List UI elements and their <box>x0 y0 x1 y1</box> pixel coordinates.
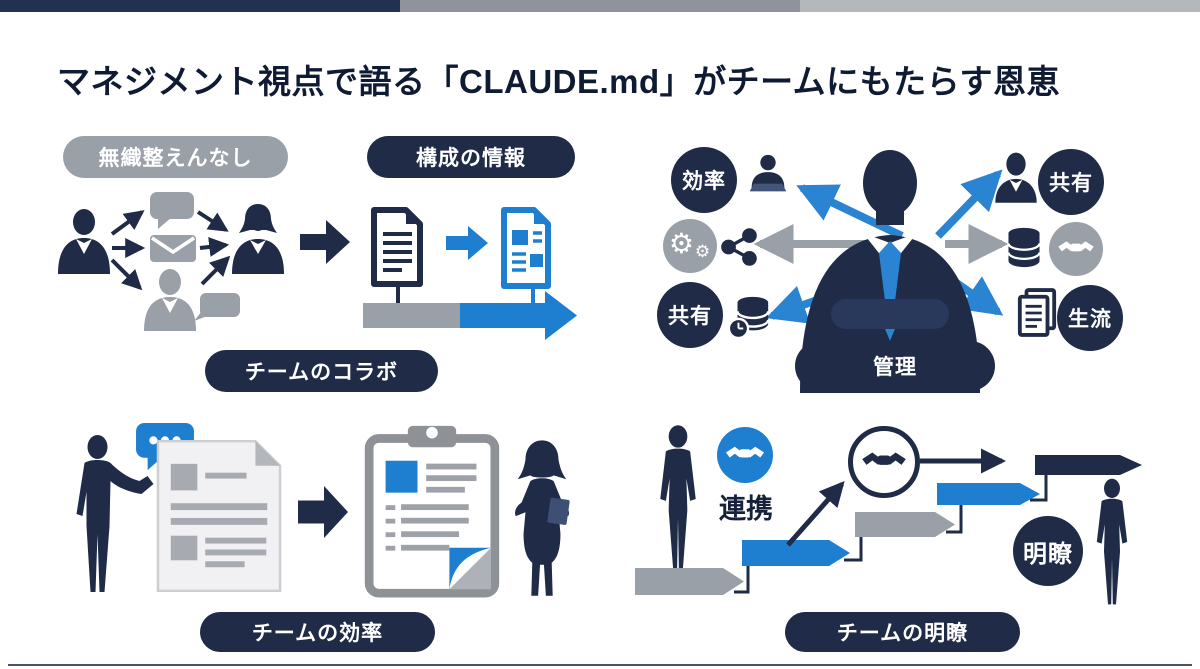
database-icon <box>1007 227 1041 268</box>
handshake-badge-gray <box>1049 222 1103 276</box>
label-collaboration: 連携 <box>719 494 773 524</box>
presenting-man-silhouette <box>76 435 154 592</box>
gantt-bar-gray-1 <box>635 568 744 595</box>
clipboard-icon <box>364 425 500 598</box>
document-icon <box>371 207 423 287</box>
bubble-share-left-label: 共有 <box>668 305 712 328</box>
bubble-share-right-label: 共有 <box>1049 172 1093 195</box>
top-bar-navy <box>0 0 400 12</box>
gear-icon: ⚙ <box>668 228 695 259</box>
bubble-share-left: 共有 <box>657 282 723 348</box>
documents-icon <box>1017 288 1057 337</box>
handshake-icon <box>862 452 906 465</box>
top-bar-midgray <box>400 0 800 12</box>
person-icon <box>58 209 110 274</box>
arrow-right-icon <box>298 486 348 538</box>
caption-team-collaboration: チームのコラボ <box>205 350 438 392</box>
badge-unorganized-label: 無織整えんなし <box>98 147 253 170</box>
person-gray-icon <box>144 269 240 331</box>
coins-clock-icon <box>727 296 770 339</box>
presenting-woman-silhouette <box>515 440 570 596</box>
chaos-to-structure-illustration <box>58 192 577 340</box>
pedestal-management: 管理 <box>795 341 995 391</box>
handshake-badge-blue <box>717 427 773 483</box>
caption-team-clarity-label: チームの明瞭 <box>836 622 969 645</box>
chaos-arrows <box>110 210 231 291</box>
caption-team-efficiency: チームの効率 <box>200 612 435 652</box>
arrow-blue-icon <box>446 226 488 260</box>
pedestal-management-label: 管理 <box>873 356 917 379</box>
person-woman-icon <box>232 204 284 274</box>
bubble-share-right: 共有 <box>1038 149 1104 215</box>
gantt-bar-gray-2 <box>855 512 955 537</box>
badge-unorganized: 無織整えんなし <box>63 136 288 178</box>
growth-arrow <box>786 481 845 547</box>
bubble-flow-label: 生流 <box>1068 308 1112 331</box>
bubble-clarity-label: 明瞭 <box>1023 540 1073 568</box>
gantt-bar-blue-1 <box>742 540 850 566</box>
structured-document-icon <box>501 207 551 289</box>
handshake-icon <box>1058 241 1094 252</box>
share-icon <box>721 228 757 266</box>
bubble-efficiency: 効率 <box>671 147 737 213</box>
gantt-bar-blue-2 <box>937 483 1040 505</box>
gear-small-icon: ⚙ <box>694 241 712 261</box>
bottom-rule <box>8 664 1192 666</box>
gears-badge: ⚙⚙ <box>663 219 717 273</box>
page-title: マネジメント視点で語る「CLAUDE.md」がチームにもたらす恩恵 <box>57 63 1061 100</box>
badge-structured-label: 構成の情報 <box>416 147 526 170</box>
plain-document <box>156 439 282 593</box>
timeline-bar <box>363 284 577 340</box>
ascending-gantt-chart <box>635 448 1142 595</box>
envelope-icon <box>150 235 196 262</box>
top-bar-lightgray <box>800 0 1200 12</box>
speech-bubble-icon <box>150 192 194 229</box>
arrow-right-icon <box>300 220 350 264</box>
bubble-clarity: 明瞭 <box>1013 516 1083 586</box>
badge-structured: 構成の情報 <box>367 136 575 178</box>
handshake-badge-outline <box>848 426 920 498</box>
gantt-bar-navy <box>1035 455 1142 475</box>
standing-man-silhouette <box>660 425 696 572</box>
caption-team-efficiency-label: チームの効率 <box>251 622 384 645</box>
laptop-user-icon <box>749 154 787 192</box>
standing-man-silhouette <box>1096 478 1128 605</box>
handshake-icon <box>725 446 765 458</box>
caption-team-collaboration-label: チームのコラボ <box>244 361 399 384</box>
person-icon <box>995 152 1037 203</box>
bubble-flow: 生流 <box>1057 285 1123 351</box>
caption-team-clarity: チームの明瞭 <box>785 612 1020 652</box>
bubble-efficiency-label: 効率 <box>682 170 726 193</box>
